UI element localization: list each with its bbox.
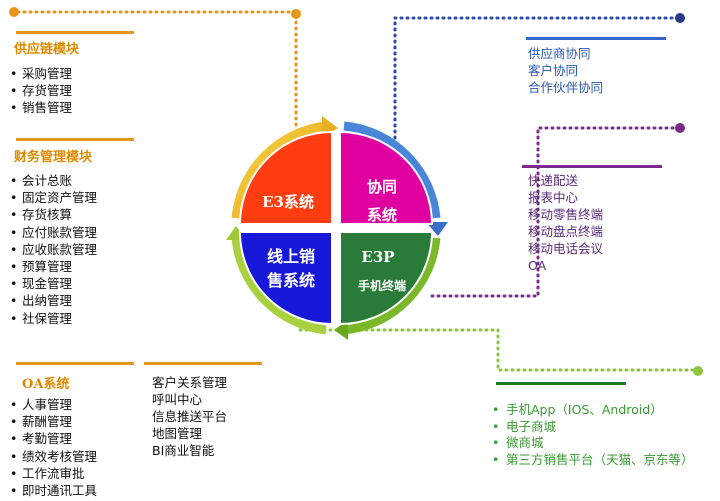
connector-dot-collaboration	[675, 13, 685, 23]
list-item: 销售管理	[6, 99, 72, 116]
list-item: 存货管理	[6, 82, 72, 99]
list-item: 客户关系管理	[152, 375, 228, 390]
list-item: 信息推送平台	[152, 409, 228, 424]
list-item: 预算管理	[6, 258, 97, 275]
connector-collaboration	[393, 16, 680, 152]
list-item: 社保管理	[6, 310, 97, 327]
ring-arrowhead-bottom-right	[334, 320, 348, 340]
quadrant-cooperate	[339, 130, 434, 225]
list-item: 人事管理	[6, 396, 97, 413]
quadrant-e3-label: E3系统	[262, 193, 314, 211]
list-item: 考勤管理	[6, 430, 97, 447]
collaboration-list: 供应商协同 客户协同 合作伙伴协同	[528, 45, 603, 96]
list-item: 供应商协同	[528, 46, 591, 61]
quadrant-cooperate-label-2: 系统	[367, 206, 397, 224]
list-item: OA	[528, 258, 547, 273]
crm-bar	[144, 362, 262, 365]
connector-dot-online	[693, 366, 703, 376]
oa-title: OA系统	[22, 377, 70, 392]
quadrant-e3p	[339, 231, 434, 326]
ring-arrow-bottom-right	[343, 237, 441, 335]
list-item: 出纳管理	[6, 292, 97, 309]
list-item: 即时通讯工具	[6, 482, 97, 499]
quadrant-e3	[238, 130, 333, 225]
oa-bar	[16, 362, 134, 365]
collaboration-bar	[526, 37, 666, 40]
list-item: 薪酬管理	[6, 413, 97, 430]
ring-arrow-bottom-left	[231, 237, 327, 335]
list-item: 移动零售终端	[528, 207, 604, 222]
connector-dot-supply-chain	[9, 7, 19, 17]
list-item: BI商业智能	[152, 443, 215, 458]
online-sales-bar	[496, 382, 626, 385]
list-item: 工作流审批	[6, 465, 97, 482]
supply-chain-bar	[16, 31, 134, 34]
ring-arrow-top-left	[231, 121, 327, 219]
list-item: 移动电话会议	[528, 241, 604, 256]
finance-list: 会计总账 固定资产管理 存货核算 应付账款管理 应收账款管理 预算管理 现金管理…	[6, 172, 97, 327]
connector-mobile	[430, 126, 680, 298]
list-item: 第三方销售平台（天猫、京东等）	[492, 452, 694, 469]
quadrant-online	[238, 231, 333, 326]
list-item: 合作伙伴协同	[528, 80, 604, 95]
online-sales-list: 手机App（IOS、Android） 电子商城 微商城 第三方销售平台（天猫、京…	[492, 402, 694, 468]
quadrant-online-label-2: 售系统	[267, 271, 315, 290]
list-item: 快递配送	[528, 173, 579, 188]
connector-dot-mobile	[675, 123, 685, 133]
oa-list: 人事管理 薪酬管理 考勤管理 绩效考核管理 工作流审批 即时通讯工具	[6, 396, 97, 499]
list-item: 绩效考核管理	[6, 448, 97, 465]
finance-title: 财务管理模块	[14, 150, 93, 165]
quadrant-e3p-label-1: E3P	[361, 248, 394, 266]
list-item: 手机App（IOS、Android）	[492, 402, 694, 419]
connector-online	[298, 328, 698, 372]
list-item: 呼叫中心	[152, 392, 203, 407]
mobile-list: 快递配送 报表中心 移动零售终端 移动盘点终端 移动电话会议 OA	[528, 172, 603, 274]
ring-arrow-top-right	[343, 121, 441, 219]
finance-bar	[16, 138, 134, 141]
quadrant-online-label-1: 线上销	[267, 247, 315, 266]
list-item: 应收账款管理	[6, 241, 97, 258]
list-item: 存货核算	[6, 206, 97, 223]
supply-chain-title: 供应链模块	[14, 42, 80, 57]
list-item: 固定资产管理	[6, 189, 97, 206]
list-item: 会计总账	[6, 172, 97, 189]
supply-chain-list: 采购管理 存货管理 销售管理	[6, 65, 72, 117]
list-item: 报表中心	[528, 190, 579, 205]
list-item: 地图管理	[152, 426, 203, 441]
list-item: 采购管理	[6, 65, 72, 82]
list-item: 移动盘点终端	[528, 224, 604, 239]
ring-arrowhead-top-right	[426, 222, 448, 236]
list-item: 客户协同	[528, 63, 579, 78]
list-item: 微商城	[492, 435, 694, 452]
list-item: 现金管理	[6, 275, 97, 292]
quadrant-e3p-label-2: 手机终端	[358, 278, 406, 293]
list-item: 应付账款管理	[6, 224, 97, 241]
mobile-bar	[522, 165, 662, 168]
connector-dot-supply-chain-end	[291, 9, 301, 19]
crm-list: 客户关系管理 呼叫中心 信息推送平台 地图管理 BI商业智能	[152, 374, 227, 459]
list-item: 电子商城	[492, 419, 694, 436]
quadrant-cooperate-label-1: 协同	[367, 178, 397, 196]
